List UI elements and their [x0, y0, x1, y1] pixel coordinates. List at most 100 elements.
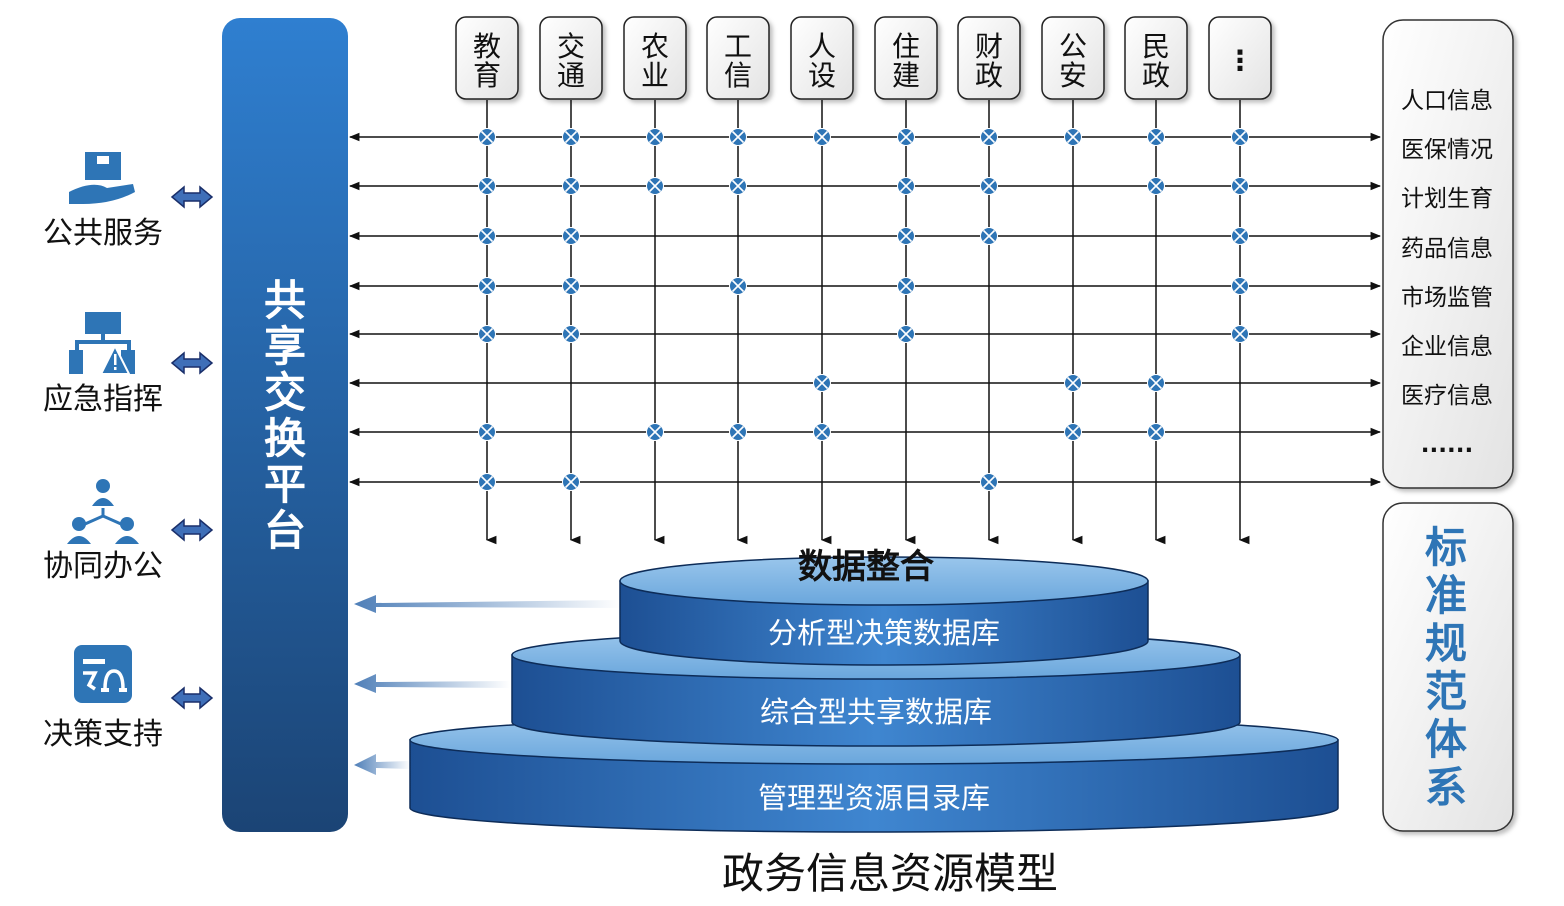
- matrix-node: [729, 423, 747, 441]
- matrix-node: [897, 227, 915, 245]
- matrix-nodes: [478, 128, 1249, 491]
- department-7: 财政: [957, 16, 1021, 100]
- department-label: ⋮: [1226, 44, 1254, 77]
- matrix-node: [1147, 128, 1165, 146]
- matrix-node: [1231, 277, 1249, 295]
- service-label: 应急指挥: [43, 382, 163, 417]
- info-category-label: 市场监管: [1401, 285, 1493, 311]
- matrix-node: [646, 423, 664, 441]
- department-6: 住建: [874, 16, 938, 100]
- matrix-node: [1231, 325, 1249, 343]
- double-arrow-icon: [170, 185, 214, 209]
- double-arrow-icon: [170, 686, 214, 710]
- department-9: 民政: [1124, 16, 1188, 100]
- matrix-node: [1147, 177, 1165, 195]
- integration-arrows: [354, 595, 620, 775]
- matrix-node: [478, 128, 496, 146]
- service-4: 决策支持: [43, 645, 214, 752]
- matrix-node: [1231, 227, 1249, 245]
- database-label: 综合型共享数据库: [760, 695, 992, 729]
- integration-label: 数据整合: [798, 547, 934, 587]
- info-category-label: 计划生育: [1401, 186, 1493, 212]
- double-arrow-icon: [170, 518, 214, 542]
- matrix-node: [478, 227, 496, 245]
- service-2: 应急指挥: [43, 312, 214, 417]
- info-category-label: 企业信息: [1401, 334, 1493, 360]
- team-icon: [67, 479, 139, 544]
- department-label: 工信: [724, 30, 752, 92]
- service-label: 决策支持: [43, 717, 163, 752]
- matrix-node: [897, 277, 915, 295]
- matrix-node: [897, 177, 915, 195]
- department-2: 交通: [539, 16, 603, 100]
- department-label: 住建: [892, 30, 920, 92]
- decision-icon: [74, 645, 132, 703]
- matrix-node: [1147, 374, 1165, 392]
- matrix-node: [562, 473, 580, 491]
- department-label: 农业: [641, 30, 669, 92]
- arrow-catalog-db: [354, 754, 410, 775]
- info-category-label: 医保情况: [1401, 137, 1493, 163]
- info-lines: [348, 132, 1382, 487]
- platform-label: 共享交换平台: [264, 276, 306, 555]
- service-1: 公共服务: [43, 152, 214, 251]
- info-category-label: 医疗信息: [1401, 383, 1493, 409]
- matrix-node: [1064, 423, 1082, 441]
- matrix-node: [562, 177, 580, 195]
- matrix-node: [562, 277, 580, 295]
- matrix-node: [1147, 423, 1165, 441]
- matrix-node: [478, 473, 496, 491]
- model-title: 政务信息资源模型: [722, 849, 1058, 898]
- matrix-node: [729, 277, 747, 295]
- database-label: 管理型资源目录库: [758, 781, 990, 815]
- double-arrow-icon: [170, 351, 214, 375]
- matrix-node: [1064, 374, 1082, 392]
- info-category-panel: 人口信息医保情况计划生育药品信息市场监管企业信息医疗信息......: [1382, 19, 1514, 489]
- matrix-node: [980, 177, 998, 195]
- matrix-node: [1231, 177, 1249, 195]
- matrix-node: [562, 325, 580, 343]
- department-4: 工信: [706, 16, 770, 100]
- info-category-label: 药品信息: [1401, 236, 1493, 262]
- matrix-node: [729, 128, 747, 146]
- department-5: 人设: [790, 16, 854, 100]
- department-label: 教育: [473, 30, 501, 92]
- hand-box-icon: [69, 152, 135, 204]
- info-category-label: ......: [1421, 432, 1473, 458]
- department-10: ⋮: [1208, 16, 1272, 100]
- info-category-label: 人口信息: [1401, 88, 1493, 114]
- service-label: 协同办公: [43, 549, 163, 584]
- matrix-node: [980, 227, 998, 245]
- matrix-node: [897, 128, 915, 146]
- matrix-node: [1231, 128, 1249, 146]
- database-label: 分析型决策数据库: [768, 616, 1000, 650]
- department-label: 财政: [975, 30, 1003, 92]
- arrow-shared-db: [354, 674, 510, 693]
- service-3: 协同办公: [43, 479, 214, 584]
- department-label: 交通: [557, 30, 585, 92]
- matrix-node: [980, 128, 998, 146]
- department-label: 人设: [808, 30, 836, 92]
- matrix-node: [646, 128, 664, 146]
- department-3: 农业: [623, 16, 687, 100]
- matrix-node: [562, 128, 580, 146]
- standard-panel: 标准规范体系: [1382, 502, 1514, 832]
- matrix-node: [813, 423, 831, 441]
- matrix-node: [646, 177, 664, 195]
- department-8: 公安: [1041, 16, 1105, 100]
- database-disk-1: 分析型决策数据库: [619, 556, 1149, 666]
- matrix-node: [980, 473, 998, 491]
- matrix-node: [1064, 128, 1082, 146]
- matrix-node: [813, 374, 831, 392]
- matrix-node: [478, 177, 496, 195]
- arrow-analysis-db: [354, 595, 620, 613]
- department-lines: [485, 100, 1250, 545]
- platform-bar: 共享交换平台: [222, 18, 348, 832]
- network-warning-icon: [69, 312, 135, 375]
- matrix-node: [478, 423, 496, 441]
- department-label: 民政: [1142, 30, 1170, 92]
